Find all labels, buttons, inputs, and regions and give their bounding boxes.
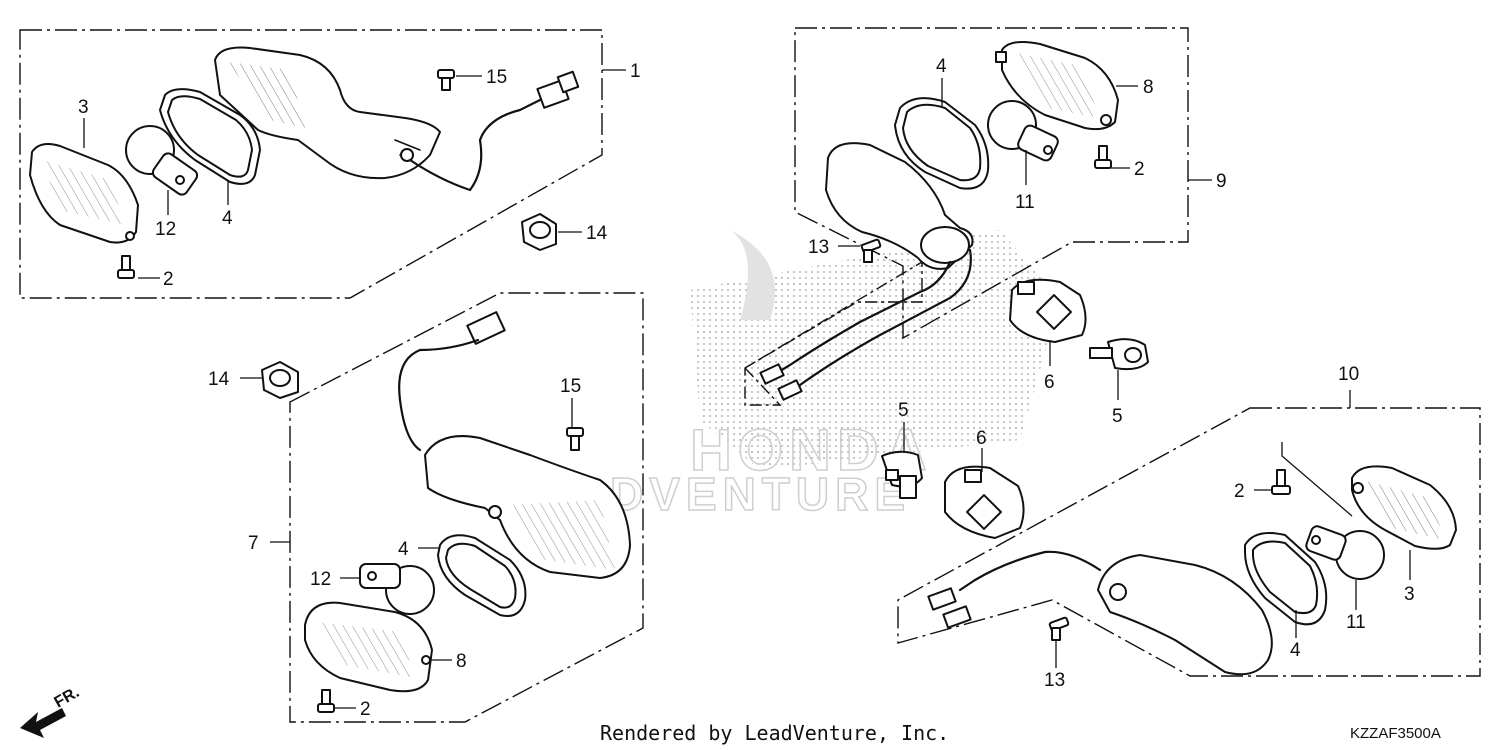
gasket-4-bottom-right bbox=[1244, 532, 1328, 626]
callout-1: 1 bbox=[630, 61, 641, 82]
turn-signal-body-9 bbox=[825, 142, 974, 270]
grommet-14-top bbox=[521, 213, 557, 251]
callout-4-a: 4 bbox=[222, 208, 233, 229]
callout-7: 7 bbox=[248, 533, 259, 554]
screw-15-top bbox=[437, 69, 455, 91]
connector-harness bbox=[759, 363, 803, 401]
callout-14-a: 14 bbox=[586, 223, 608, 244]
screw-15-left bbox=[566, 427, 584, 451]
lens-8-left bbox=[304, 601, 433, 693]
front-direction-indicator: FR. bbox=[20, 684, 82, 738]
callout-2-d: 2 bbox=[1234, 481, 1245, 502]
leader-lines bbox=[83, 69, 1411, 709]
callout-15-a: 15 bbox=[486, 67, 507, 88]
callout-2-a: 2 bbox=[163, 269, 174, 290]
callout-3-b: 3 bbox=[1404, 584, 1415, 605]
lens-3-bottom-right bbox=[1351, 465, 1457, 550]
callout-11-a: 11 bbox=[1015, 192, 1035, 213]
callout-10: 10 bbox=[1338, 364, 1359, 385]
bulb-11-top-right bbox=[987, 100, 1059, 162]
callout-15-b: 15 bbox=[560, 376, 581, 397]
bulb-12-left bbox=[359, 563, 435, 615]
connector-assembly-10 bbox=[927, 587, 972, 629]
callout-2-b: 2 bbox=[360, 699, 371, 720]
bulb-11-bottom-right bbox=[1305, 525, 1385, 580]
connector-assembly-1 bbox=[536, 70, 580, 109]
screw-2-assembly-1 bbox=[117, 255, 135, 279]
screw-13-bottom bbox=[1048, 616, 1070, 641]
screw-2-assembly-7 bbox=[317, 689, 335, 713]
callout-6-b: 6 bbox=[976, 428, 987, 449]
callout-4-d: 4 bbox=[1290, 640, 1301, 661]
frame-assembly-9 bbox=[794, 27, 1189, 340]
grommet-14-left bbox=[261, 361, 299, 399]
callout-12-b: 12 bbox=[310, 569, 331, 590]
callout-4-c: 4 bbox=[936, 56, 947, 77]
callout-13-a: 13 bbox=[808, 237, 829, 258]
diagram-code: KZZAF3500A bbox=[1350, 725, 1441, 742]
callout-3-a: 3 bbox=[78, 97, 89, 118]
callout-8-a: 8 bbox=[456, 651, 467, 672]
lens-8-right bbox=[995, 41, 1119, 131]
socket-6-lower bbox=[944, 465, 1025, 539]
callout-5-a: 5 bbox=[1112, 406, 1123, 427]
callout-14-b: 14 bbox=[208, 369, 230, 390]
wire-assembly-10 bbox=[958, 550, 1102, 592]
callout-12-a: 12 bbox=[155, 219, 176, 240]
bulb-12-top-left bbox=[125, 125, 199, 196]
wire-assembly-7 bbox=[398, 338, 480, 452]
callout-9: 9 bbox=[1216, 171, 1227, 192]
gasket-4-top-left bbox=[159, 88, 261, 185]
callouts: 1 3 12 4 2 15 14 14 15 7 4 12 8 2 4 8 11… bbox=[78, 56, 1415, 720]
wire-assembly-1 bbox=[408, 94, 550, 192]
frame-assembly-1 bbox=[19, 29, 603, 299]
holder-5-upper bbox=[1089, 338, 1149, 371]
screw-13-top bbox=[860, 238, 882, 263]
wire-assembly-9b bbox=[788, 248, 972, 394]
callout-6-a: 6 bbox=[1044, 372, 1055, 393]
callout-11-b: 11 bbox=[1346, 612, 1366, 633]
frame-assembly-7 bbox=[289, 292, 644, 723]
turn-signal-body-1 bbox=[214, 46, 441, 180]
callout-2-c: 2 bbox=[1134, 159, 1145, 180]
turn-signal-body-10 bbox=[1097, 554, 1273, 676]
screw-2-assembly-10 bbox=[1271, 469, 1291, 495]
footer-credit: Rendered by LeadVenture, Inc. bbox=[600, 721, 949, 745]
turn-signal-body-7 bbox=[424, 435, 631, 579]
gasket-4-top-right bbox=[894, 97, 990, 190]
lens-3-top-left bbox=[29, 143, 139, 244]
callout-13-b: 13 bbox=[1044, 670, 1065, 691]
callout-8-b: 8 bbox=[1143, 77, 1154, 98]
socket-6-upper bbox=[1009, 278, 1087, 343]
connector-assembly-7 bbox=[466, 311, 506, 345]
screw-2-assembly-9 bbox=[1094, 145, 1112, 169]
front-label: FR. bbox=[52, 684, 83, 712]
front-arrow-icon bbox=[20, 708, 66, 738]
frame-assembly-10 bbox=[897, 407, 1481, 677]
callout-4-b: 4 bbox=[398, 539, 409, 560]
callout-5-b: 5 bbox=[898, 400, 909, 421]
wire-assembly-9 bbox=[770, 260, 952, 378]
gasket-4-left bbox=[437, 534, 527, 617]
holder-5-lower bbox=[881, 450, 923, 499]
frame-harness bbox=[743, 260, 923, 406]
